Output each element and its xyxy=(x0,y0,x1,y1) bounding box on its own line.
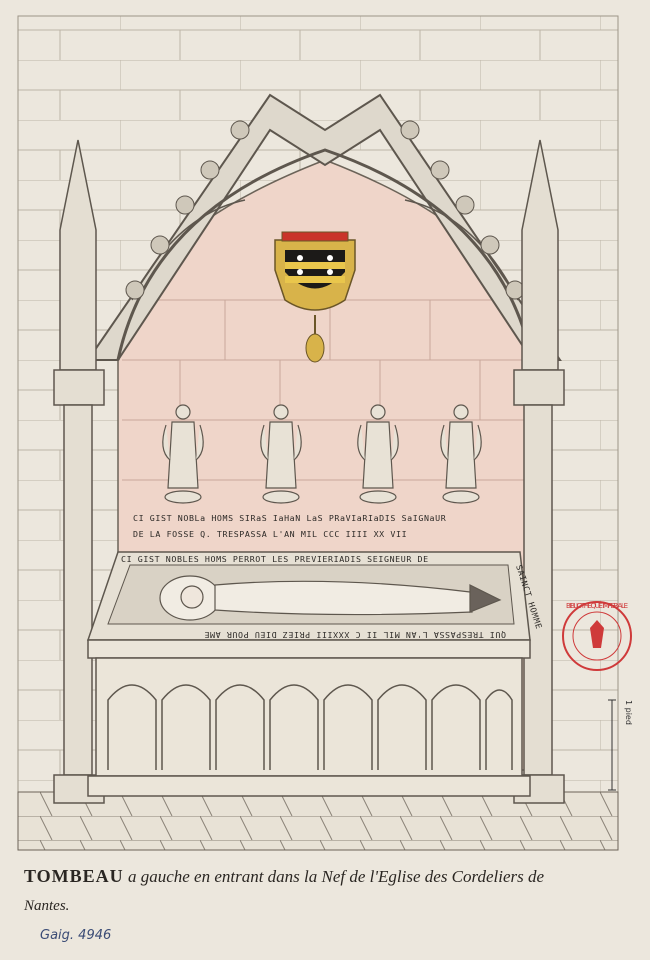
angel-4 xyxy=(440,404,482,504)
library-stamp: BIBLIOTHEQUE IMPERIALE xyxy=(562,601,632,671)
wall-inscription-line1: CI GIST NOBLa HOMS SIRaS IaHaN LaS PRaVI… xyxy=(133,513,446,523)
scale-bar-label: 1 pied xyxy=(624,700,633,725)
slab-inscription-bottom: QUI TRESPASSA L'AN MIL II C XXXIII PRIEZ… xyxy=(204,630,506,640)
arcade xyxy=(107,684,513,770)
scale-bar: 1 pied xyxy=(608,699,633,791)
angel-2 xyxy=(260,404,302,504)
slab-inscription-top: CI GIST NOBLES HOMS PERROT LES PREVIERIA… xyxy=(121,554,429,564)
angel-statuettes xyxy=(162,404,482,504)
angel-1 xyxy=(162,404,204,504)
tomb-slab: CI GIST NOBLES HOMS PERROT LES PREVIERIA… xyxy=(86,551,544,641)
caption-title: TOMBEAU xyxy=(24,866,124,886)
coat-of-arms xyxy=(274,231,356,363)
catalog-reference: Gaig. 4946 xyxy=(40,928,112,943)
caption-line-1: TOMBEAU a gauche en entrant dans la Nef … xyxy=(24,866,544,887)
crockets xyxy=(125,120,525,300)
angel-3 xyxy=(357,404,399,504)
right-column xyxy=(513,139,565,804)
caption-description: a gauche en entrant dans la Nef de l'Egl… xyxy=(127,867,545,886)
effigy xyxy=(159,575,502,621)
wall-inscription-line2: DE LA FOSSE Q. TRESPASSA L'AN MIL CCC II… xyxy=(133,529,407,539)
caption-line-2: Nantes. xyxy=(24,898,70,914)
stamp-text: BIBLIOTHEQUE IMPERIALE xyxy=(566,602,628,610)
tomb-chest xyxy=(87,639,531,797)
